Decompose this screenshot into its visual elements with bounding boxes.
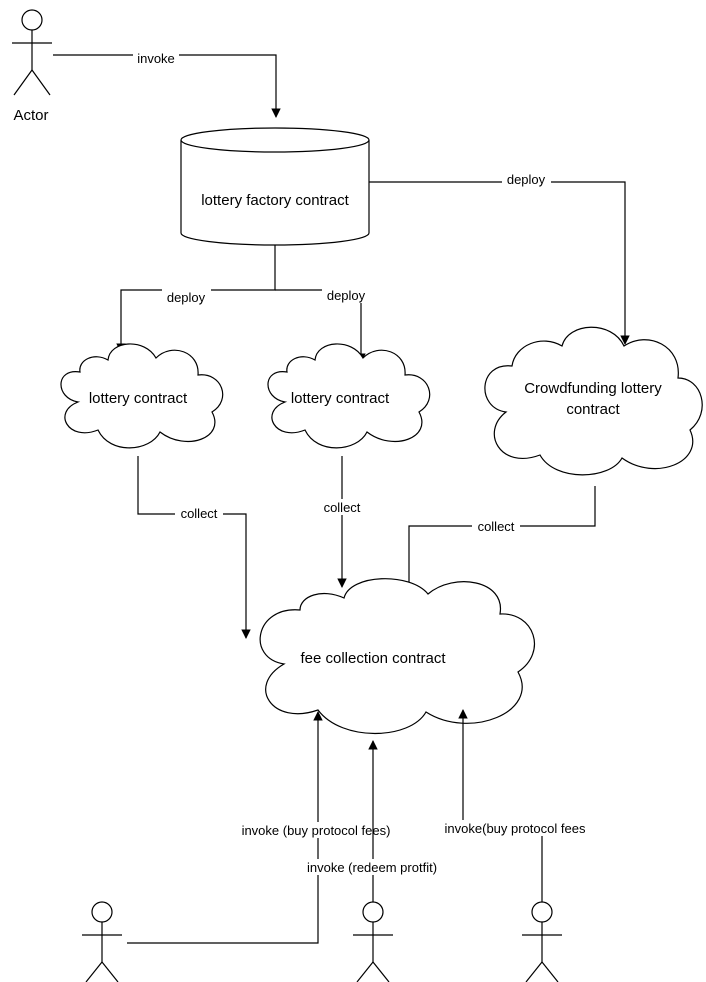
factory-contract-node	[180, 127, 370, 246]
actor-top	[12, 9, 52, 96]
edge-collect-lottery-1	[137, 456, 251, 639]
edge-collect-crowdfunding-label: collect	[478, 519, 515, 534]
lottery-contract-2-node	[267, 343, 431, 449]
edge-deploy-lottery-1-label: deploy	[167, 290, 206, 305]
edge-invoke-top-label: invoke	[137, 51, 175, 66]
edge-invoke-buy-fees-right-label: invoke(buy protocol fees	[445, 821, 586, 836]
edge-invoke-redeem-label: invoke (redeem protfit)	[307, 860, 437, 875]
edge-collect-lottery-1-label: collect	[181, 506, 218, 521]
actor-bottom-left	[82, 901, 122, 982]
edge-deploy-crowdfunding-label: deploy	[507, 172, 546, 187]
crowdfunding-lottery-contract-node	[484, 326, 703, 476]
lottery-contract-2-label: lottery contract	[291, 390, 390, 407]
edge-invoke-buy-fees-right	[458, 709, 543, 902]
edge-invoke-buy-fees-left	[127, 711, 323, 944]
edge-collect-lottery-2-label: collect	[324, 500, 361, 515]
fee-collection-contract-label: fee collection contract	[300, 650, 446, 667]
lottery-contract-1-node	[60, 343, 224, 449]
lottery-contract-1-label: lottery contract	[89, 390, 188, 407]
edge-deploy-lottery-2-label: deploy	[327, 288, 366, 303]
edge-collect-crowdfunding	[404, 486, 596, 605]
edge-invoke-buy-fees-left-label: invoke (buy protocol fees)	[242, 823, 391, 838]
edge-deploy-crowdfunding	[369, 181, 630, 345]
actor-bottom-right	[522, 901, 562, 982]
actor-top-label: Actor	[13, 107, 48, 124]
crowdfunding-lottery-contract-label-line2: contract	[566, 401, 620, 418]
crowdfunding-lottery-contract-label-line1: Crowdfunding lottery	[524, 380, 662, 397]
edge-invoke-top	[53, 54, 281, 118]
fee-collection-contract-node	[259, 578, 536, 735]
actor-bottom-center	[353, 901, 393, 982]
factory-contract-label: lottery factory contract	[201, 192, 349, 209]
